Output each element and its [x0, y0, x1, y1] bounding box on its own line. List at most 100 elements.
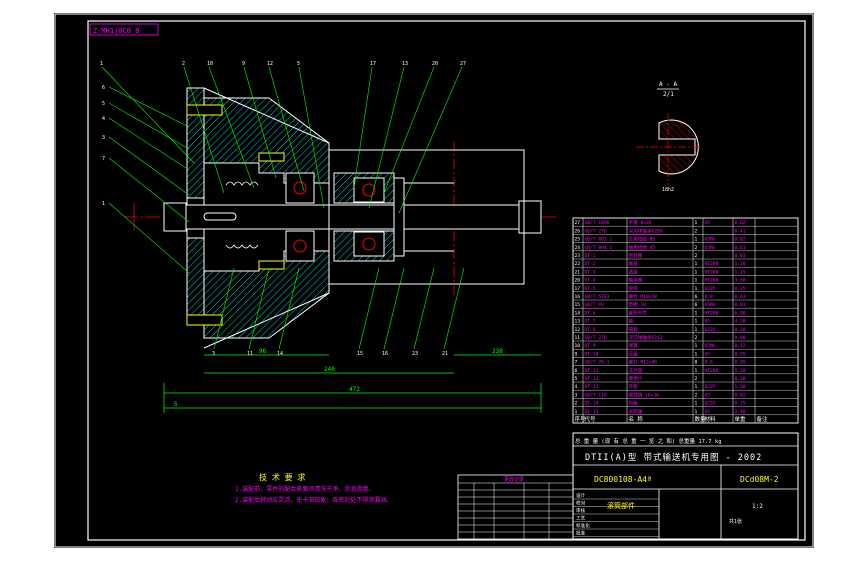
callout-leader: [443, 267, 465, 350]
callout-leader: [383, 66, 435, 194]
section-label: A - A: [659, 81, 677, 88]
outer-border: [54, 13, 814, 548]
title-side-label: 批准: [576, 530, 586, 537]
shaft-end-right: [518, 200, 542, 234]
callout-label: 14: [277, 351, 283, 357]
screw-upper: [258, 152, 285, 162]
callout-label: 23: [412, 351, 418, 357]
parts-cell-mat: 65Mn: [705, 245, 716, 251]
tech-line-1: 1.装配前，零件的配合表面须清洗干净，涂润滑脂。: [235, 485, 374, 493]
parts-cell-no: 4: [575, 384, 578, 390]
parts-cell-no: 12: [575, 327, 581, 333]
parts-cell-no: 22: [575, 261, 581, 267]
parts-cell-no: 23: [575, 253, 581, 259]
callout-label: 9: [242, 61, 245, 67]
parts-cell-no: 7: [575, 360, 578, 366]
parts-cell-wt: 5.10: [735, 368, 746, 374]
parts-cell-name: 锥形外壳: [629, 309, 648, 316]
parts-cell-wt: 0.35: [735, 286, 746, 292]
parts-cell-wt: 0.02: [735, 220, 746, 226]
parts-cell-wt: 0.30: [735, 376, 746, 382]
parts-cell-code: DT-7: [585, 319, 596, 325]
parts-cell-mat: 65Mn: [705, 237, 716, 243]
parts-cell-wt: 0.80: [735, 335, 746, 341]
parts-cell-code: DT-5: [585, 286, 596, 292]
tech-title: 技 术 要 求: [259, 472, 305, 482]
dimensions: [163, 354, 542, 413]
parts-cell-mat: 8.8: [705, 294, 714, 300]
parts-cell-code: DT-1: [585, 253, 596, 259]
parts-cell-no: 13: [575, 319, 581, 325]
callout-leader: [108, 86, 190, 128]
parts-cell-no: 20: [575, 278, 581, 284]
sheets: 共1张: [729, 518, 742, 525]
parts-cell-qty: 1: [695, 286, 698, 292]
parts-cell-qty: 2: [695, 392, 698, 398]
parts-cell-qty: 2: [695, 335, 698, 341]
parts-cell-mat: 45: [705, 351, 711, 357]
inner-border: [87, 20, 806, 541]
parts-cell-no: 5: [575, 376, 578, 382]
callout-leader: [353, 66, 373, 189]
code-box-text: Z-MH1|0C0 8: [93, 27, 139, 35]
cone-housing-upper: [203, 97, 330, 184]
parts-cell-wt: 3.60: [735, 278, 746, 284]
parts-cell-name: 平键 8×36: [629, 219, 652, 226]
callout-leader: [383, 267, 405, 350]
callout-leader: [398, 66, 463, 214]
callout-label: 3: [102, 135, 105, 141]
bolt-bottom: [186, 314, 223, 326]
keyway: [203, 212, 237, 221]
cad-drawing: Z-MH1|0C0 8: [54, 13, 814, 548]
bearing-left-upper: [285, 172, 315, 204]
parts-cell-no: 6: [575, 368, 578, 374]
callout-label: 10: [207, 61, 213, 67]
parts-cell-wt: 0.05: [735, 360, 746, 366]
parts-cell-wt: 0.03: [735, 253, 746, 259]
parts-cell-name: 孔用挡圈 85: [629, 236, 656, 243]
parts-cell-mat: HT200: [705, 278, 719, 284]
parts-cell-name: 隔套: [629, 326, 639, 333]
parts-cell-name: 滚筒轴: [629, 408, 643, 415]
drawing-number: DC800108-A4ª: [594, 475, 652, 484]
parts-cell-name: 深沟球轴承6212: [629, 334, 663, 341]
parts-cell-wt: 0.01: [735, 245, 746, 251]
callout-label: 20: [432, 61, 438, 67]
parts-cell-name: 垫圈 10: [629, 301, 647, 308]
section-shaft: [658, 119, 699, 175]
parts-cell-no: 26: [575, 228, 581, 234]
spring-upper: [225, 181, 259, 186]
parts-cell-wt: 0.02: [735, 237, 746, 243]
callout-label: 12: [267, 61, 273, 67]
parts-cell-code: GB/T 119: [585, 392, 607, 398]
parts-cell-name: 摩擦片: [629, 375, 643, 382]
parts-cell-mat: HT200: [705, 261, 719, 267]
parts-cell-wt: 0.02: [735, 392, 746, 398]
code-box: [89, 23, 159, 36]
parts-cell-name: 压盘: [629, 350, 639, 357]
project-title: DTII(A)型 带式输送机专用图 - 2002: [585, 452, 762, 463]
parts-cell-qty: 6: [695, 294, 698, 300]
parts-cell-name: 外套: [629, 383, 639, 390]
parts-cell-wt: 6.80: [735, 310, 746, 316]
summary-row: 总 重 量 (现 有 总 重 一 览 之 和) 总重量 17.7 kg: [575, 437, 722, 445]
parts-cell-mat: 65Mn: [705, 343, 716, 349]
parts-cell-qty: 1: [695, 351, 698, 357]
callout-label: 1: [102, 201, 105, 207]
parts-cell-wt: 1.60: [735, 384, 746, 390]
callout-leader: [243, 66, 277, 179]
callout-leader: [108, 102, 190, 150]
bearing-left-lower: [285, 230, 315, 262]
shaft-end-left: [163, 202, 187, 232]
parts-cell-qty: 1: [695, 368, 698, 374]
parts-cell-qty: 6: [695, 302, 698, 308]
parts-cell-name: 套筒: [629, 285, 639, 292]
parts-cell-name: 螺栓 M10×30: [629, 293, 658, 300]
callout-leader: [108, 157, 190, 223]
parts-cell-name: 弹簧: [629, 342, 639, 349]
parts-cell-qty: 1: [695, 261, 698, 267]
parts-cell-wt: 0.41: [735, 228, 746, 234]
tech-line-2: 2.装配后转动应灵活，无卡滞现象；各密封处不得渗漏油。: [235, 496, 392, 504]
parts-cell-mat: HT200: [705, 368, 719, 374]
parts-cell-qty: 1: [695, 269, 698, 275]
